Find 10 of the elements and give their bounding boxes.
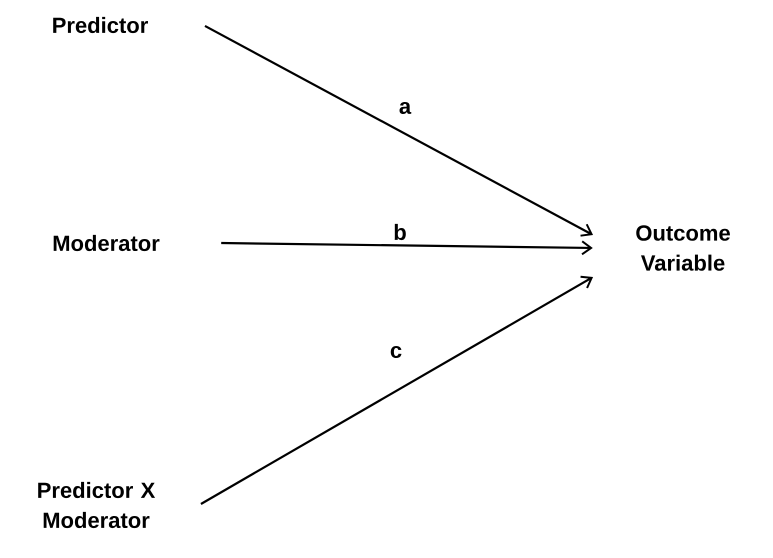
arrow — [200, 276, 594, 505]
node-label: Outcome Variable — [636, 225, 730, 271]
node-label: Predictor X Moderator — [38, 482, 156, 528]
edge-label: a — [400, 102, 412, 114]
arrow — [221, 240, 593, 256]
node-label: Moderator — [54, 234, 160, 252]
edge-label: b — [394, 224, 406, 240]
arrow — [204, 24, 594, 237]
node-label: Predictor — [53, 16, 148, 34]
edge-label: c — [390, 346, 402, 358]
